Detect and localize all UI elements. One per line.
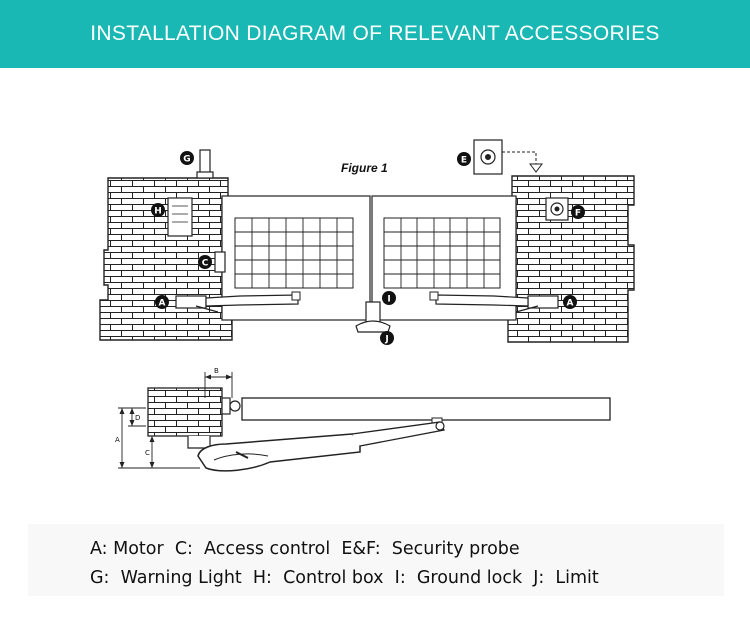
marker-c: C <box>198 255 212 269</box>
svg-text:G: G <box>183 155 190 165</box>
left-motor-arm <box>175 291 301 313</box>
marker-e: E <box>457 152 471 166</box>
svg-text:C: C <box>202 259 209 269</box>
security-probe-e <box>473 139 543 175</box>
ground-lock <box>355 301 391 333</box>
svg-text:J: J <box>384 335 388 345</box>
side-view-diagram <box>147 387 611 472</box>
left-pillar <box>99 177 233 341</box>
marker-f: F <box>571 205 585 219</box>
svg-text:A: A <box>159 299 166 309</box>
security-probe-f <box>545 197 569 221</box>
marker-g: G <box>180 151 194 165</box>
header-banner: INSTALLATION DIAGRAM OF RELEVANT ACCESSO… <box>0 0 750 68</box>
installation-diagram: Figure 1 <box>99 139 635 472</box>
figure-caption: Figure 1 <box>341 161 388 175</box>
marker-a-left: A <box>155 295 169 309</box>
page-title: INSTALLATION DIAGRAM OF RELEVANT ACCESSO… <box>90 22 660 45</box>
dimension-label-d: D <box>135 414 140 422</box>
svg-text:I: I <box>387 295 390 305</box>
svg-text:E: E <box>461 156 467 166</box>
svg-text:A: A <box>567 299 574 309</box>
legend-line-2: G: Warning Light H: Control box I: Groun… <box>90 568 599 588</box>
marker-i: I <box>382 291 396 305</box>
marker-j: J <box>380 331 394 345</box>
svg-text:F: F <box>575 209 581 219</box>
marker-h: H <box>151 203 165 217</box>
right-motor-arm <box>429 291 559 313</box>
dimension-label-a: A <box>115 436 120 444</box>
legend-line-1: A: Motor C: Access control E&F: Security… <box>90 539 520 559</box>
svg-text:H: H <box>154 207 162 217</box>
marker-a-right: A <box>563 295 577 309</box>
dimension-label-b: B <box>214 367 219 375</box>
control-box <box>167 197 193 237</box>
dimension-label-c: C <box>145 449 150 457</box>
warning-light <box>196 149 214 179</box>
right-pillar <box>507 175 635 343</box>
legend-box <box>28 524 724 596</box>
access-control-device <box>214 251 226 273</box>
